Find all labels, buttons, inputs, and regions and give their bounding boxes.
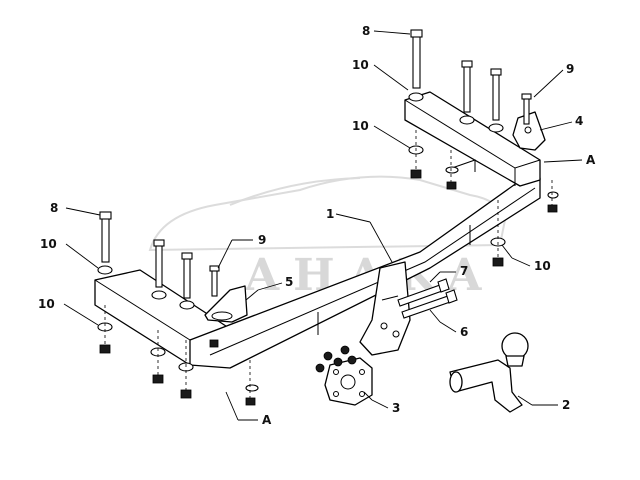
- callout-A-left: A: [262, 413, 272, 427]
- callout-10-right-mid: 10: [352, 119, 369, 133]
- callout-1: 1: [326, 207, 334, 221]
- callout-2: 2: [562, 398, 570, 412]
- callout-8-right: 8: [362, 24, 370, 38]
- callout-10-right-top: 10: [352, 58, 369, 72]
- callout-5: 5: [285, 275, 293, 289]
- right-bracket: [512, 93, 546, 151]
- callout-8-left: 8: [50, 201, 58, 215]
- callout-4: 4: [575, 114, 583, 128]
- bolts-left: [99, 211, 193, 299]
- mounting-plate: [315, 345, 373, 406]
- callout-10-left-top: 10: [40, 237, 57, 251]
- callout-9-right: 9: [566, 62, 574, 76]
- center-bolts: [397, 278, 458, 319]
- tow-ball: [449, 332, 529, 413]
- bolts-right: [410, 29, 502, 121]
- left-bracket: [204, 265, 248, 323]
- callout-10-right-low: 10: [534, 259, 551, 273]
- leader-lines: [63, 30, 583, 421]
- callout-A-right: A: [586, 153, 596, 167]
- nuts-right: [410, 130, 558, 267]
- callout-3: 3: [392, 401, 400, 415]
- callout-9-left: 9: [258, 233, 266, 247]
- callout-10-left-mid: 10: [38, 297, 55, 311]
- callout-7: 7: [460, 264, 468, 278]
- washers-right: [408, 92, 559, 247]
- callout-6: 6: [460, 325, 468, 339]
- callout-labels: 8 10 9 4 10 A 1 8 10 9 5 10 7 10 6 3 2 A: [38, 24, 596, 427]
- nuts-left: [99, 305, 256, 406]
